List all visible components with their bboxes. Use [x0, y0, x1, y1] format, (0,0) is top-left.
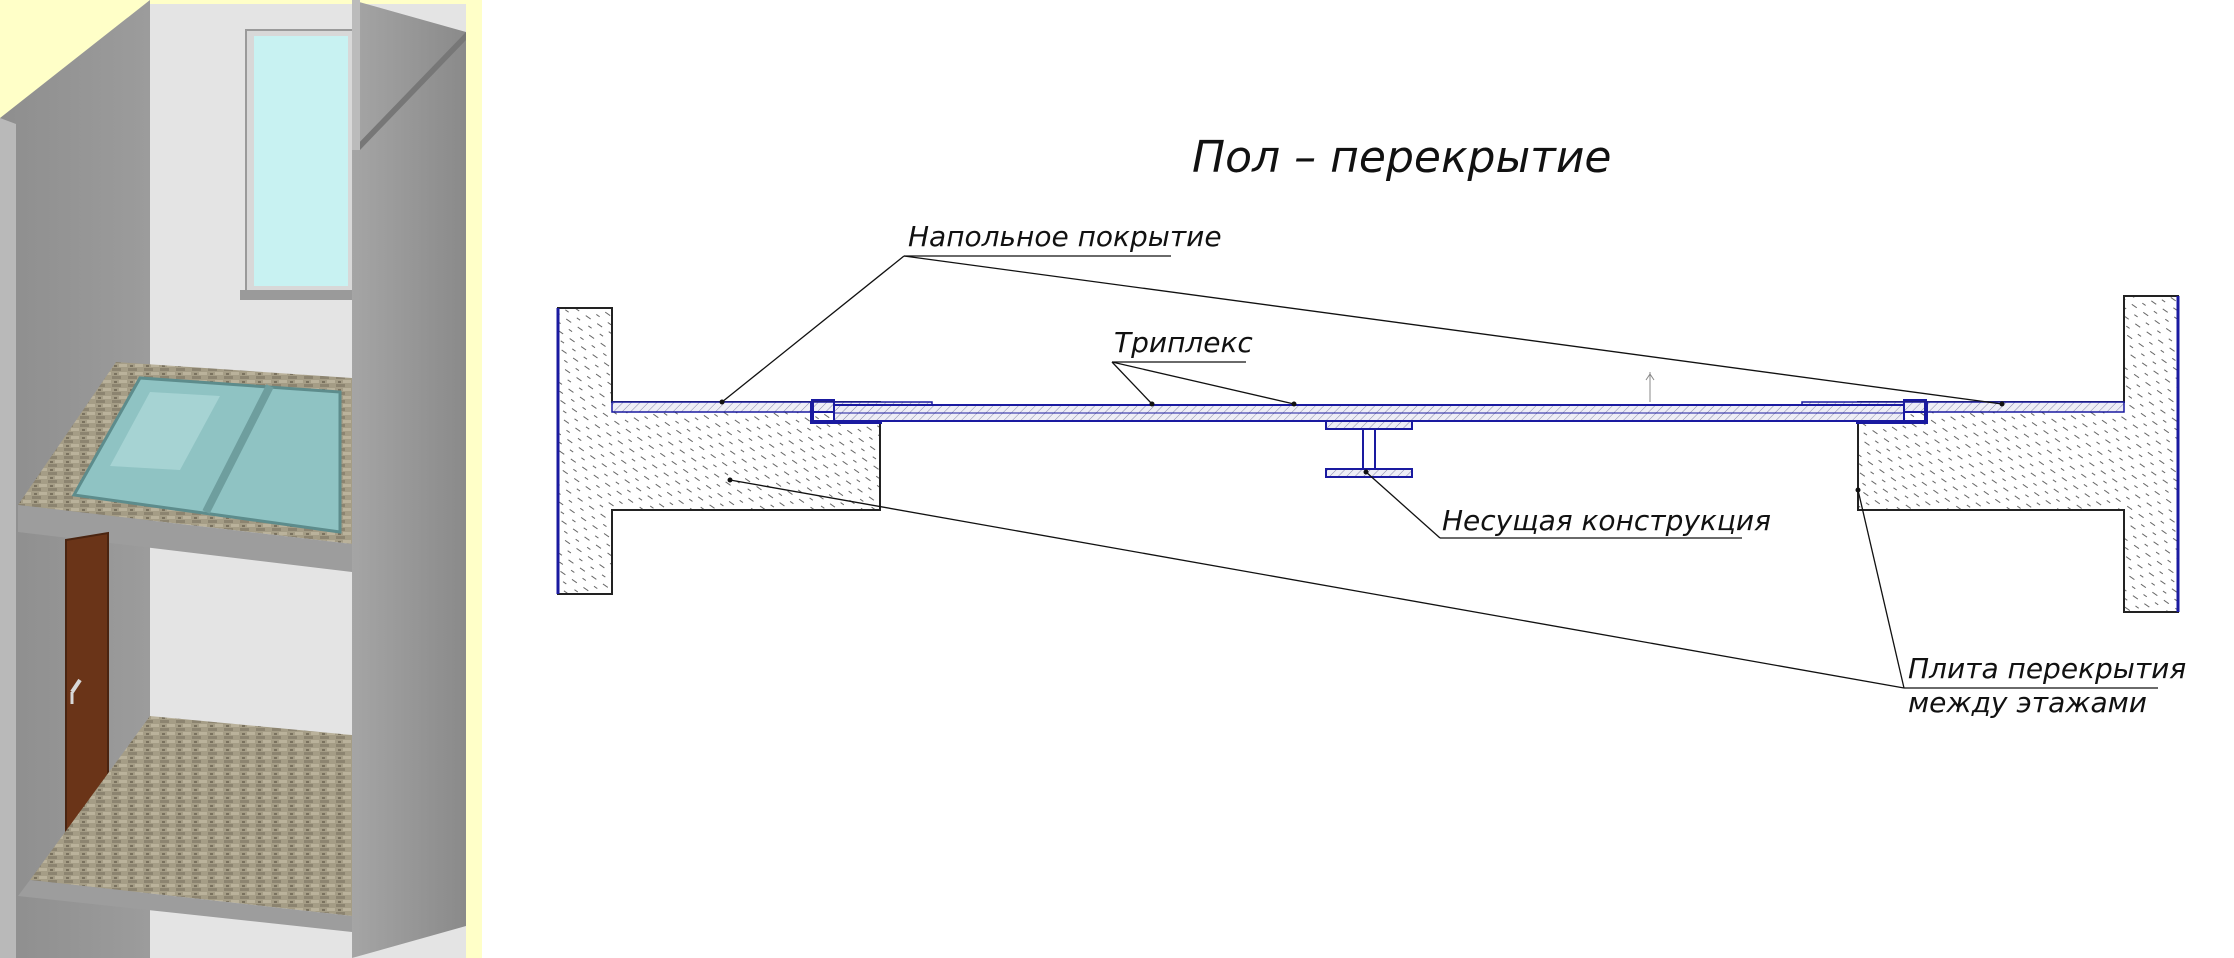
- right-wall: [352, 0, 466, 958]
- left-wall-section: [557, 307, 881, 595]
- lower-floor-edge: [18, 880, 352, 932]
- glass-divider: [202, 384, 274, 514]
- lower-floor: [30, 716, 352, 916]
- label-slab-line1: Плита перекрытия: [1908, 652, 2186, 685]
- door-handle: [70, 678, 82, 694]
- room-cutaway-render: [0, 0, 482, 958]
- drawing-title: Пол – перекрытие: [1192, 132, 1611, 183]
- right-wall-cut: [352, 0, 360, 150]
- leader-lines: [721, 255, 2158, 689]
- beam-bottom-flange: [1325, 468, 1413, 478]
- left-wall-edge: [0, 118, 16, 958]
- beam-top-flange: [1325, 420, 1413, 430]
- lower-back-wall: [150, 572, 352, 735]
- right-wall-top: [352, 32, 466, 150]
- slab-front-edge: [18, 505, 352, 572]
- label-slab-line2: между этажами: [1908, 686, 2147, 719]
- glass-highlight: [110, 392, 220, 470]
- window-glass: [254, 36, 348, 286]
- beam-web: [1362, 428, 1376, 470]
- label-triplex: Триплекс: [1114, 326, 1253, 359]
- dimension-arrow: [1645, 373, 1655, 381]
- floor-slab-section-drawing: Пол – перекрытие: [482, 0, 2234, 958]
- leader-dots: [719, 399, 2005, 493]
- label-load-bearing: Несущая конструкция: [1442, 504, 1771, 537]
- window-sill: [240, 290, 360, 300]
- label-floor-covering: Напольное покрытие: [908, 220, 1222, 253]
